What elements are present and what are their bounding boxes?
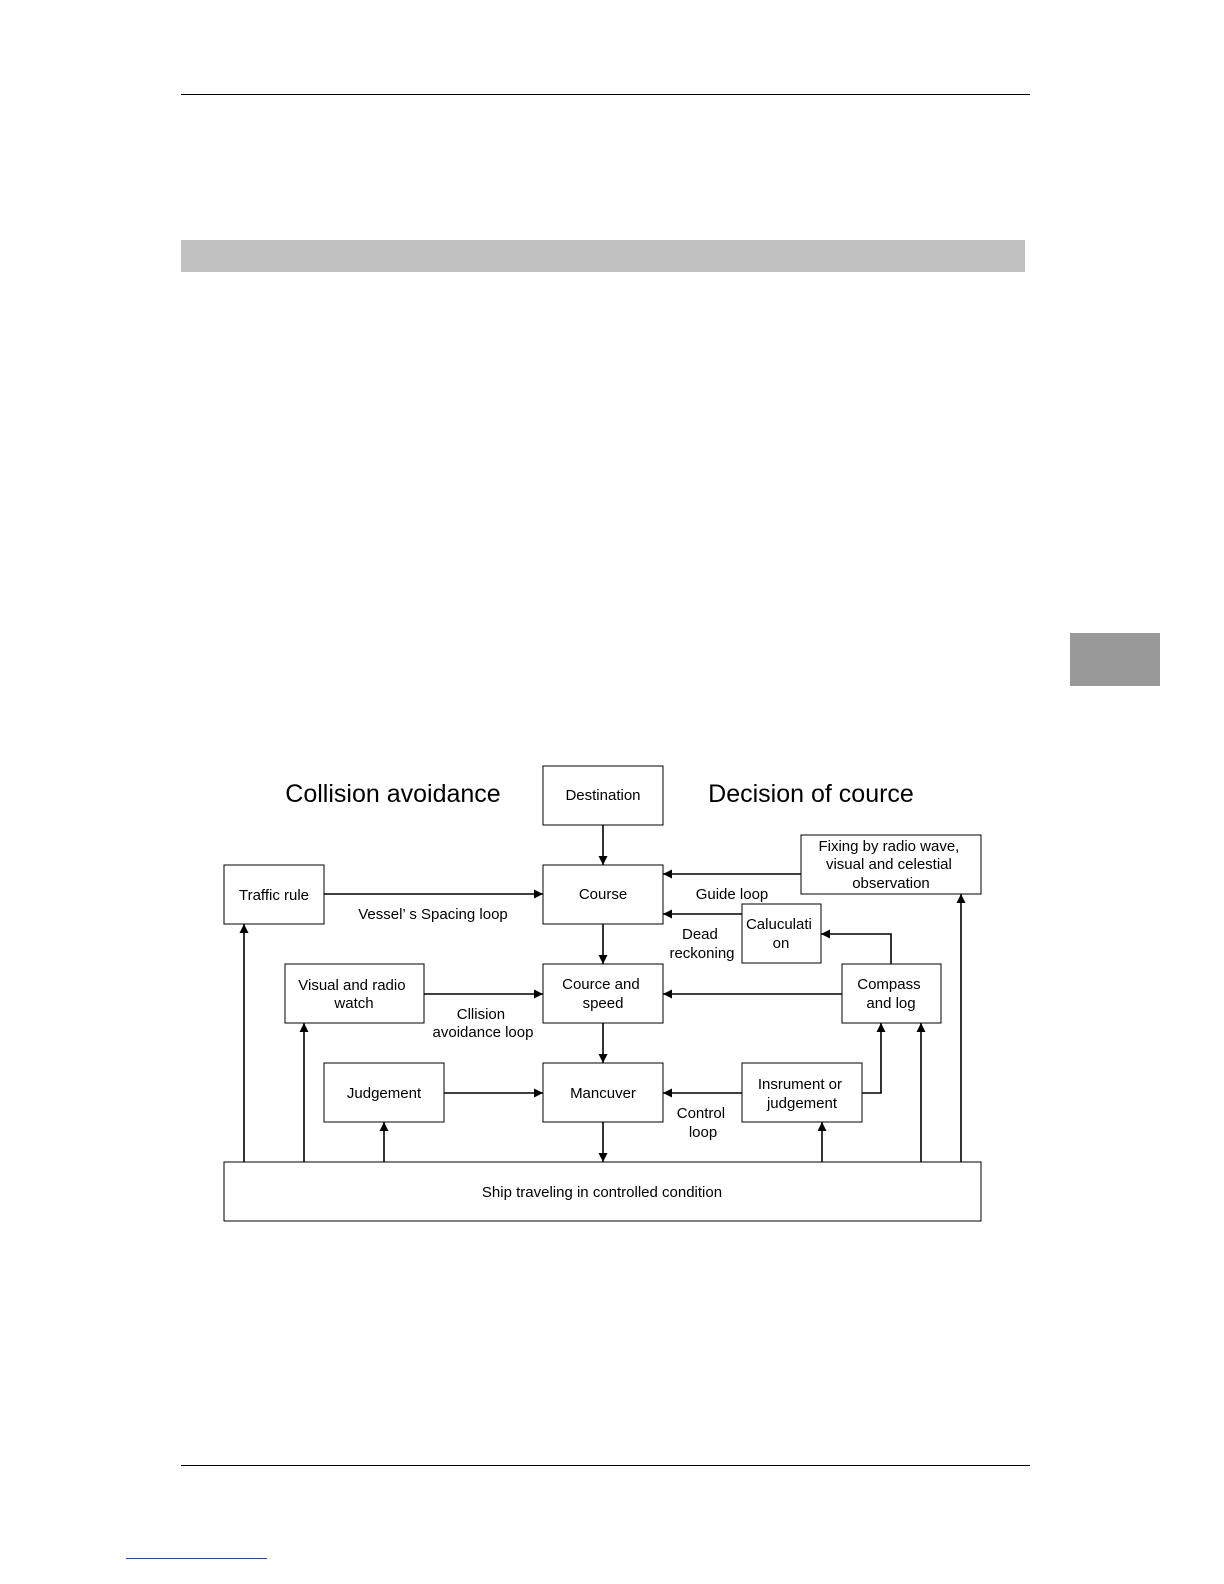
visual-watch-label-line1: Visual and radio	[298, 977, 405, 994]
ship-traveling-box: Ship traveling in controlled condition	[223, 1161, 982, 1222]
collision-avoidance-heading: Collision avoidance	[285, 780, 500, 808]
judgement-box: Judgement	[323, 1062, 445, 1123]
compass-label-line1: Compass	[857, 976, 920, 993]
vessel-spacing-loop-label: Vessel’ s Spacing loop	[358, 906, 508, 923]
instrument-label-line2: judgement	[766, 1095, 838, 1112]
svg-text:Traffic rule: Traffic rule	[239, 887, 309, 904]
svg-text:Visual and radio watch: Visual and radio watch	[298, 977, 409, 1012]
header-rule	[181, 94, 1030, 95]
svg-text:Judgement: Judgement	[347, 1085, 422, 1102]
svg-text:Caluculati on: Caluculati on	[746, 916, 816, 952]
guide-loop-label: Guide loop	[696, 886, 769, 903]
svg-text:Destination: Destination	[565, 787, 640, 804]
svg-text:Course: Course	[579, 886, 627, 903]
instrument-or-judgement-box: Insrument or judgement	[741, 1062, 863, 1123]
control-loop-line1: Control	[677, 1105, 725, 1122]
footer-rule	[181, 1465, 1030, 1466]
maneuver-box: Mancuver	[542, 1062, 664, 1123]
svg-text:Cource and speed: Cource and speed	[562, 976, 644, 1012]
traffic-rule-label: Traffic rule	[239, 887, 309, 904]
fixing-label-line3: observation	[852, 875, 930, 892]
destination-box: Destination	[542, 765, 664, 826]
compass-label-line2: and log	[866, 995, 915, 1012]
course-speed-label-line2: speed	[583, 995, 624, 1012]
decision-of-course-heading: Decision of cource	[708, 780, 914, 808]
calculation-label-line2: on	[773, 935, 790, 952]
footnote-link-line	[126, 1558, 267, 1559]
course-box: Course	[542, 864, 664, 925]
fixing-label-line2: visual and celestial	[826, 856, 952, 873]
fixing-label-line1: Fixing by radio wave,	[818, 838, 959, 855]
side-tab	[1070, 633, 1160, 686]
dead-reckoning-label: Dead reckoning	[669, 926, 734, 962]
svg-text:Compass and log: Compass and log	[857, 976, 925, 1012]
calculation-box: Caluculati on	[741, 903, 822, 964]
collision-loop-line2: avoidance loop	[433, 1024, 534, 1041]
section-band	[181, 240, 1025, 272]
collision-avoidance-loop-label: Cllision avoidance loop	[433, 1006, 534, 1041]
control-loop-label: Control loop	[677, 1105, 730, 1141]
dead-reckoning-line1: Dead	[682, 926, 718, 943]
svg-text:Insrument or judgement: Insrument or judgement	[758, 1076, 846, 1112]
judgement-label: Judgement	[347, 1085, 422, 1102]
course-and-speed-box: Cource and speed	[542, 963, 664, 1024]
collision-loop-line1: Cllision	[457, 1006, 505, 1023]
control-loop-line2: loop	[689, 1124, 717, 1141]
visual-radio-watch-box: Visual and radio watch	[284, 963, 425, 1024]
destination-label: Destination	[565, 787, 640, 804]
visual-watch-label-line2: watch	[333, 995, 373, 1012]
arrow-compass-to-calculation	[821, 929, 892, 964]
ship-traveling-label: Ship traveling in controlled condition	[482, 1184, 722, 1201]
dead-reckoning-line2: reckoning	[669, 945, 734, 962]
fixing-box: Fixing by radio wave, visual and celesti…	[800, 834, 982, 895]
compass-and-log-box: Compass and log	[841, 963, 942, 1024]
svg-text:Fixing by radio wave, vi: Fixing by radio wave, visual and celesti…	[818, 838, 963, 892]
maneuver-label: Mancuver	[570, 1085, 636, 1102]
traffic-rule-box: Traffic rule	[223, 864, 325, 925]
course-speed-label-line1: Cource and	[562, 976, 640, 993]
svg-text:Mancuver: Mancuver	[570, 1085, 636, 1102]
arrow-instrument-to-compass	[862, 1023, 886, 1094]
svg-text:Ship traveling in controlled c: Ship traveling in controlled condition	[482, 1184, 722, 1201]
instrument-label-line1: Insrument or	[758, 1076, 842, 1093]
calculation-label-line1: Caluculati	[746, 916, 812, 933]
course-label: Course	[579, 886, 627, 903]
